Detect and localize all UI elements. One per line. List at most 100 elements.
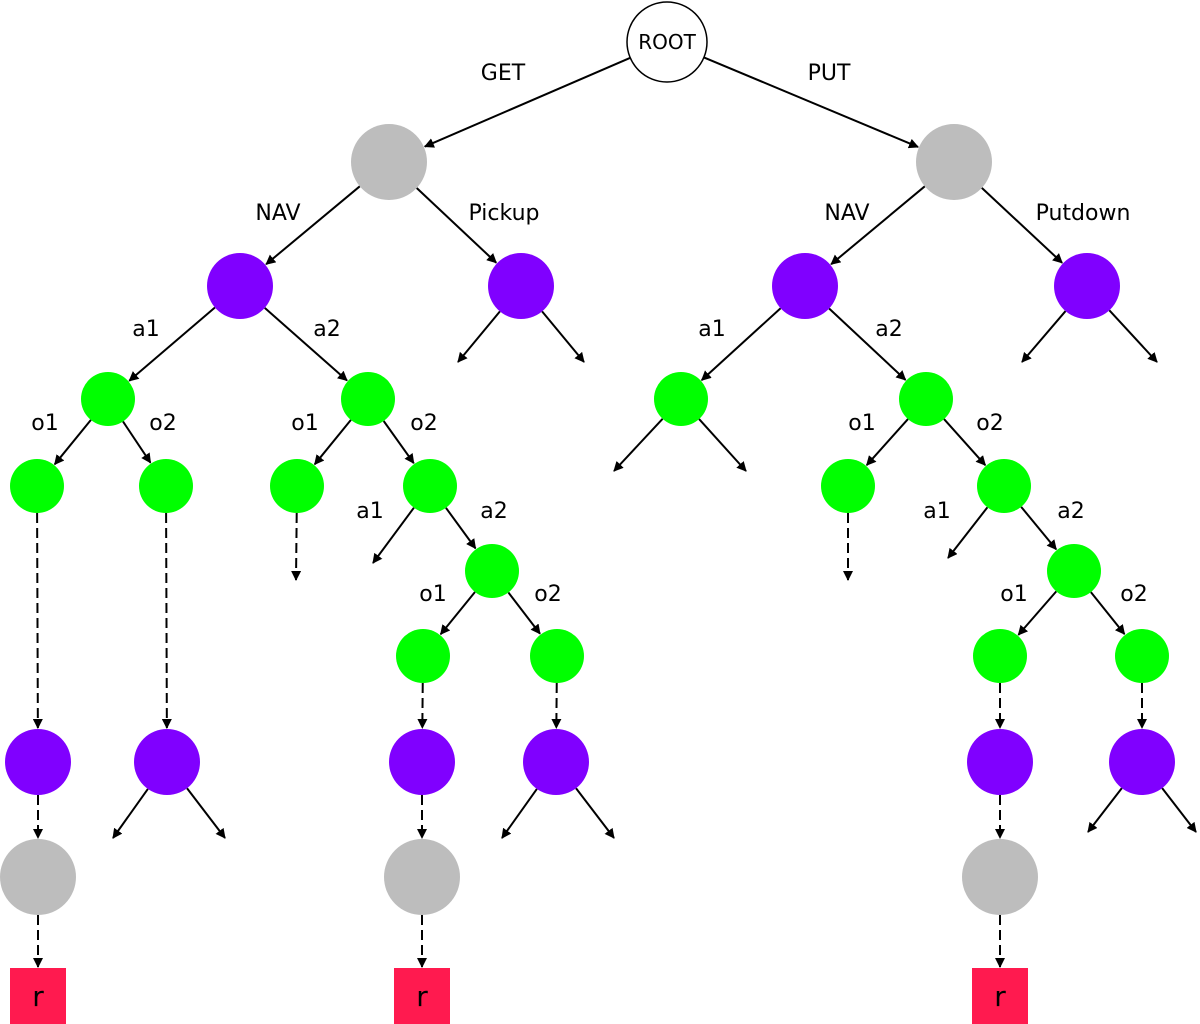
subtask-node bbox=[1054, 253, 1120, 319]
edges-layer bbox=[32, 56, 1197, 968]
primitive-node bbox=[1115, 629, 1169, 683]
reward-node bbox=[394, 968, 450, 1024]
choice-node bbox=[916, 124, 992, 200]
edge-label-o2: o2 bbox=[976, 411, 1003, 436]
subtask-node bbox=[134, 729, 200, 795]
unexpanded-arrow-p_p2 bbox=[1087, 787, 1123, 833]
subtask-node bbox=[967, 729, 1033, 795]
primitive-node bbox=[341, 372, 395, 426]
edge-label-put: PUT bbox=[808, 61, 851, 86]
edge-label-a2: a2 bbox=[480, 499, 507, 524]
edge-label-putdown: Putdown bbox=[1036, 201, 1131, 226]
primitive-node bbox=[403, 459, 457, 513]
primitive-node bbox=[530, 629, 584, 683]
edge-label-a2: a2 bbox=[875, 317, 902, 342]
edge-g_a2_o2_a2-g_a2_o2_a2_o1 bbox=[439, 591, 476, 636]
choice-node bbox=[0, 839, 76, 915]
edge-g_a2_o2_a2-g_a2_o2_a2_o2 bbox=[507, 591, 541, 635]
reward-label: r bbox=[994, 980, 1006, 1013]
edge-label-o2: o2 bbox=[149, 411, 176, 436]
edge-get-pickup bbox=[416, 187, 497, 264]
subtask-node bbox=[389, 729, 455, 795]
edge-label-o1: o1 bbox=[1000, 582, 1027, 607]
edge-label-o1: o1 bbox=[848, 411, 875, 436]
edge-label-o1: o1 bbox=[31, 411, 58, 436]
unexpanded-arrow-putdown bbox=[1021, 310, 1067, 363]
edge-g_a2-g_a2_o1 bbox=[313, 419, 352, 466]
edge-g_a1-g_a1_o2 bbox=[122, 420, 152, 464]
edge-label-a1: a1 bbox=[698, 317, 725, 342]
unexpanded-arrow-g_p4 bbox=[575, 787, 615, 839]
root-node bbox=[626, 1, 708, 83]
dashed-edge-g_a1_o2-g_p2 bbox=[161, 512, 172, 730]
edge-put-putdown bbox=[981, 187, 1063, 264]
labels-layer: GET PUT NAV Pickup NAV Putdown a1 a2 o1 o2 o1 o2 a1 a… bbox=[31, 61, 1147, 607]
edge-g_a1-g_a1_o1 bbox=[53, 419, 92, 466]
unexpanded-arrow-p_a1 bbox=[698, 418, 747, 472]
primitive-node bbox=[654, 372, 708, 426]
subtask-node bbox=[207, 253, 273, 319]
edge-put_nav-p_a2 bbox=[828, 307, 907, 381]
edge-label-o2: o2 bbox=[410, 411, 437, 436]
unexpanded-arrow-g_p2 bbox=[112, 788, 149, 839]
edge-label-a1: a1 bbox=[132, 317, 159, 342]
primitive-node bbox=[270, 459, 324, 513]
edge-label-o1: o1 bbox=[419, 582, 446, 607]
edge-g_a2-g_a2_o2 bbox=[382, 420, 415, 465]
edge-g_a2_o2-g_a2_o2_a2 bbox=[445, 507, 477, 550]
edge-root-get bbox=[423, 56, 631, 148]
subtask-node bbox=[523, 729, 589, 795]
unexpanded-arrow-g_p2 bbox=[186, 787, 226, 839]
edge-p_a2_o2_a2-p_a2_o2_a2_o2 bbox=[1090, 591, 1126, 635]
edge-get-get_nav bbox=[265, 185, 361, 266]
subtask-node bbox=[772, 253, 838, 319]
edge-p_a2_o2-p_a2_o2_a2 bbox=[1020, 506, 1057, 551]
reward-label: r bbox=[416, 980, 428, 1013]
choice-node bbox=[351, 124, 427, 200]
primitive-node bbox=[1047, 544, 1101, 598]
unexpanded-arrow-pickup bbox=[541, 310, 585, 363]
edge-label-a2: a2 bbox=[1057, 499, 1084, 524]
unexpanded-arrow-g_p4 bbox=[501, 788, 538, 839]
unexpanded-arrow-p_a1 bbox=[613, 418, 664, 472]
subtask-node bbox=[488, 253, 554, 319]
edge-label-get-nav: NAV bbox=[255, 201, 300, 226]
unexpanded-arrow-p_p2 bbox=[1161, 787, 1197, 833]
dashed-edge-g_a1_o1-g_p1 bbox=[32, 512, 43, 730]
unexpanded-arrow-g_a2_o1 bbox=[291, 512, 302, 581]
edge-label-pickup: Pickup bbox=[469, 201, 540, 226]
primitive-node bbox=[821, 459, 875, 513]
edge-p_a2_o2_a2-p_a2_o2_a2_o1 bbox=[1017, 590, 1058, 636]
primitive-node bbox=[973, 629, 1027, 683]
edge-p_a2-p_a2_o2 bbox=[943, 418, 987, 466]
edge-get_nav-g_a2 bbox=[264, 307, 348, 382]
choice-node bbox=[962, 839, 1038, 915]
edge-label-o2: o2 bbox=[534, 582, 561, 607]
primitive-node bbox=[139, 459, 193, 513]
subtask-node bbox=[5, 729, 71, 795]
edge-label-get: GET bbox=[481, 61, 526, 86]
primitive-node bbox=[465, 544, 519, 598]
reward-label: r bbox=[32, 980, 44, 1013]
edge-label-o1: o1 bbox=[291, 411, 318, 436]
unexpanded-arrow-putdown bbox=[1108, 309, 1158, 363]
unexpanded-arrow-g_a2_o2 bbox=[372, 507, 415, 564]
unexpanded-arrow-p_a2_o2 bbox=[947, 506, 989, 559]
primitive-node bbox=[899, 372, 953, 426]
unexpanded-arrow-pickup bbox=[457, 310, 501, 363]
reward-node bbox=[972, 968, 1028, 1024]
edge-put-put_nav bbox=[830, 185, 926, 266]
edge-label-a1: a1 bbox=[923, 499, 950, 524]
subtask-node bbox=[1109, 729, 1175, 795]
primitive-node bbox=[396, 629, 450, 683]
primitive-node bbox=[977, 459, 1031, 513]
primitive-node bbox=[81, 372, 135, 426]
edge-label-a2: a2 bbox=[313, 317, 340, 342]
edge-label-put-nav: NAV bbox=[824, 201, 869, 226]
edge-put_nav-p_a1 bbox=[700, 307, 782, 381]
edge-get_nav-g_a1 bbox=[128, 306, 216, 382]
edge-label-a1: a1 bbox=[356, 499, 383, 524]
edge-root-put bbox=[703, 56, 919, 149]
